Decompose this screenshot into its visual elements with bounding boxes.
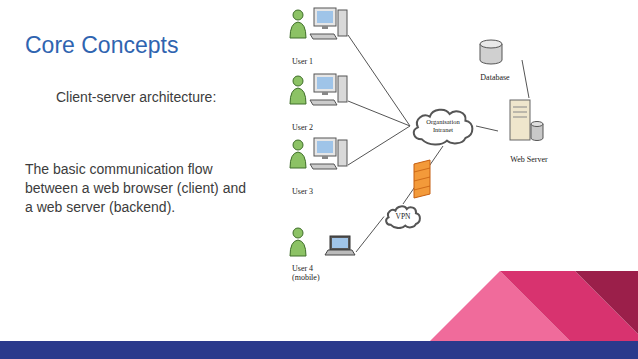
server-node: Web Server [498, 98, 560, 164]
drive-bay [513, 117, 527, 118]
database-icon [480, 40, 502, 64]
person-head [293, 228, 303, 238]
node-label: VPN [395, 212, 410, 221]
tower [338, 10, 347, 36]
person-body [290, 152, 306, 168]
screen [317, 141, 333, 153]
node-label: User 4 (mobile) [292, 264, 326, 282]
laptop-screen [332, 238, 348, 248]
connector-line [348, 101, 410, 126]
server-tower [510, 100, 530, 140]
firewall-icon [414, 160, 430, 198]
tower [338, 76, 347, 102]
keyboard [310, 100, 337, 105]
brick-line [414, 177, 430, 181]
connector-line [356, 217, 384, 253]
person-body [290, 22, 306, 38]
node-label: User 3 [292, 187, 313, 196]
network-cloud: Organisation Intranet [410, 106, 476, 146]
person-body [290, 240, 306, 256]
person-head [293, 76, 303, 86]
brick-line [414, 186, 430, 190]
person-head [293, 10, 303, 20]
connector-line [348, 126, 410, 165]
drive-bay [513, 107, 527, 108]
screen [317, 11, 333, 23]
laptop-base [325, 250, 355, 255]
stand [322, 156, 328, 159]
decor-triangle [575, 271, 638, 334]
subheading: Client-server architecture: [56, 88, 296, 107]
connector-line [476, 126, 498, 131]
decor-shape [500, 271, 638, 341]
person-body [290, 88, 306, 104]
cloud-shape [386, 206, 420, 228]
tower [338, 140, 347, 166]
user-laptop-icon [290, 228, 355, 256]
node-label: Organisation Intranet [420, 118, 466, 134]
user-node: User 4 (mobile) [288, 222, 356, 282]
node-label: Web Server [498, 155, 560, 164]
slide-title: Core Concepts [25, 32, 178, 59]
node-label: User 2 [292, 123, 313, 132]
drive-bay [513, 112, 527, 113]
monitor [314, 138, 336, 156]
connector-line [403, 146, 443, 204]
body-text: The basic communication flow between a w… [25, 160, 253, 217]
connector-line [522, 60, 529, 98]
cloud-shape [414, 110, 473, 145]
user-computer-icon [290, 8, 347, 39]
server-disk-top [531, 122, 543, 127]
user-node: User 3 [288, 134, 348, 196]
monitor [314, 74, 336, 92]
database-node: Database [468, 38, 522, 82]
keyboard [310, 34, 337, 39]
monitor [314, 8, 336, 26]
laptop-lid [330, 236, 350, 250]
person-head [293, 140, 303, 150]
brick-line [414, 168, 430, 172]
connector-line [348, 35, 410, 126]
keyboard [310, 164, 337, 169]
stand [322, 26, 328, 29]
user-computer-icon [290, 138, 347, 169]
node-label: Database [468, 73, 522, 82]
server-icon [510, 100, 543, 141]
node-label: User 1 [292, 57, 313, 66]
firewall-wall [414, 160, 430, 198]
user-node: User 1 [288, 4, 348, 66]
user-computer-icon [290, 74, 347, 105]
user-node: User 2 [288, 70, 348, 132]
vpn-cloud: VPN [384, 204, 422, 229]
stand [322, 92, 328, 95]
footer-bar [0, 341, 638, 359]
cylinder-top [480, 40, 502, 48]
screen [317, 77, 333, 89]
